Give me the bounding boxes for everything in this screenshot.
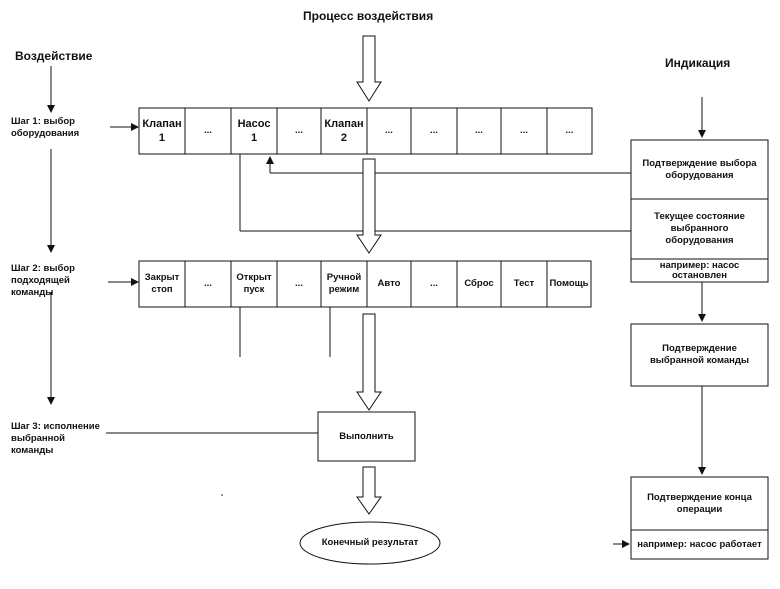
- command-cell-ellipsis[interactable]: ...: [204, 278, 212, 289]
- command-cell-reset[interactable]: Сброс: [464, 278, 494, 289]
- command-cell-help[interactable]: Помощь: [549, 278, 589, 289]
- indication-panel-3: [630, 476, 769, 560]
- command-cell-close-stop[interactable]: Закрыт стоп: [144, 272, 180, 295]
- command-cell-manual-mode[interactable]: Ручной режим: [326, 272, 362, 295]
- execute-box: [317, 411, 416, 462]
- current-state-text: Текущее состояние выбранного оборудовани…: [654, 211, 745, 246]
- command-cell-test[interactable]: Тест: [513, 278, 535, 289]
- equipment-cell-ellipsis[interactable]: ...: [475, 125, 483, 136]
- command-cell-open-start[interactable]: Открыт пуск: [236, 272, 272, 295]
- equipment-row-frame: [138, 107, 593, 155]
- final-result-label: Конечный результат: [321, 537, 419, 548]
- equipment-cell-pump-1[interactable]: Насос 1: [237, 118, 271, 144]
- command-cell-ellipsis[interactable]: ...: [430, 278, 438, 289]
- final-result-ellipse: [299, 521, 441, 565]
- equipment-cell-ellipsis[interactable]: ...: [385, 125, 393, 136]
- equipment-cell-ellipsis[interactable]: ...: [295, 125, 303, 136]
- indication-panel-1: [630, 139, 769, 283]
- confirm-command-text: Подтверждение выбранной команды: [649, 343, 750, 366]
- command-row-frame: [138, 260, 592, 308]
- step2-label: Шаг 2: выбор подходящей команды: [11, 263, 75, 298]
- action-title: Воздействие: [15, 49, 93, 63]
- indication-title: Индикация: [665, 56, 731, 70]
- equipment-cell-ellipsis[interactable]: ...: [520, 125, 528, 136]
- command-cell-ellipsis[interactable]: ...: [295, 278, 303, 289]
- step3-label: Шаг 3: исполнение выбранной команды: [11, 421, 100, 456]
- confirm-end-text: Подтверждение конца операции: [647, 491, 752, 515]
- equipment-cell-valve-1[interactable]: Клапан 1: [142, 118, 182, 144]
- equipment-cell-ellipsis[interactable]: ...: [430, 125, 438, 136]
- step1-label: Шаг 1: выбор оборудования: [11, 116, 80, 139]
- big-arrow-process: [356, 35, 382, 102]
- big-arrow-to-commands: [356, 158, 382, 254]
- big-arrow-to-result: [356, 466, 382, 515]
- equipment-cell-ellipsis[interactable]: ...: [204, 125, 212, 136]
- equipment-cell-valve-2[interactable]: Клапан 2: [324, 118, 364, 144]
- command-cell-auto[interactable]: Авто: [377, 278, 401, 289]
- example-running-text: например: насос работает: [637, 538, 762, 550]
- equipment-cell-ellipsis[interactable]: ...: [565, 125, 574, 136]
- process-title: Процесс воздействия: [303, 9, 434, 23]
- indication-panel-2: [630, 323, 769, 387]
- execute-label[interactable]: Выполнить: [339, 430, 394, 442]
- confirm-selection-text: Подтверждение выбора оборудования: [642, 157, 757, 181]
- big-arrow-to-execute: [356, 313, 382, 411]
- example-stopped-text: например: насос остановлен: [659, 259, 740, 281]
